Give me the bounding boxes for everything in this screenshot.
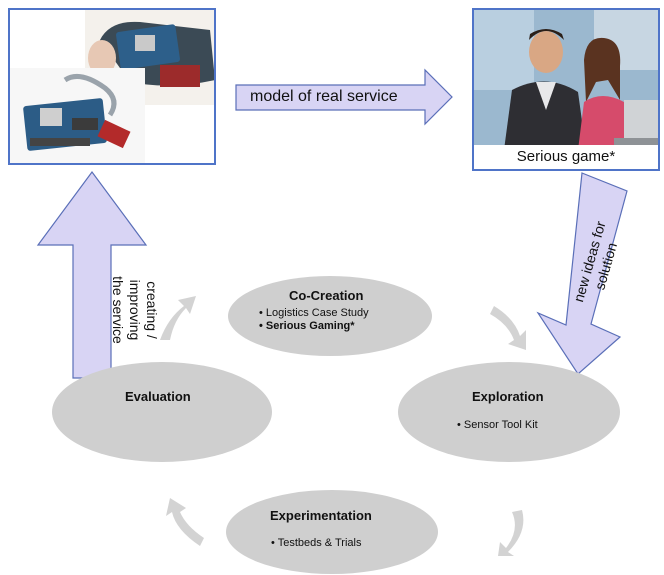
- left-arrow-shape: [36, 170, 148, 379]
- exploration-title: Exploration: [472, 389, 544, 404]
- top-arrow-shape: [235, 68, 453, 126]
- evaluation-title: Evaluation: [125, 389, 191, 404]
- cocreation-item: • Logistics Case Study: [259, 307, 369, 319]
- experimentation-item: • Testbeds & Trials: [271, 537, 362, 549]
- evaluation-ellipse: [52, 362, 272, 462]
- cocreation-title: Co-Creation: [289, 288, 364, 303]
- serious-game-caption: Serious game*: [474, 145, 658, 169]
- top-arrow-label: model of real service: [250, 88, 398, 105]
- exploration-item: • Sensor Tool Kit: [457, 419, 538, 431]
- cocreation-item: • Serious Gaming*: [259, 320, 355, 332]
- sensor-boards-photo: [8, 8, 216, 165]
- cycle-arrow-bottom-left: [166, 498, 204, 546]
- cycle-arrow-top-left: [160, 296, 196, 340]
- cycle-arrow-top-right: [490, 306, 526, 350]
- left-arrow-label-line1: creating /: [144, 281, 160, 339]
- serious-game-photo: Serious game*: [472, 8, 660, 171]
- sensor-boards-illustration: [10, 10, 214, 163]
- serious-game-illustration: [474, 10, 658, 150]
- experimentation-ellipse: [226, 490, 438, 574]
- right-arrow-shape: [536, 172, 628, 375]
- left-arrow-label-line3: the service: [110, 276, 126, 344]
- exploration-ellipse: [398, 362, 620, 462]
- left-arrow-label-line2: improving: [127, 279, 143, 341]
- cocreation-ellipse: [228, 276, 432, 356]
- cycle-arrow-bottom-right: [498, 510, 524, 556]
- experimentation-title: Experimentation: [270, 508, 372, 523]
